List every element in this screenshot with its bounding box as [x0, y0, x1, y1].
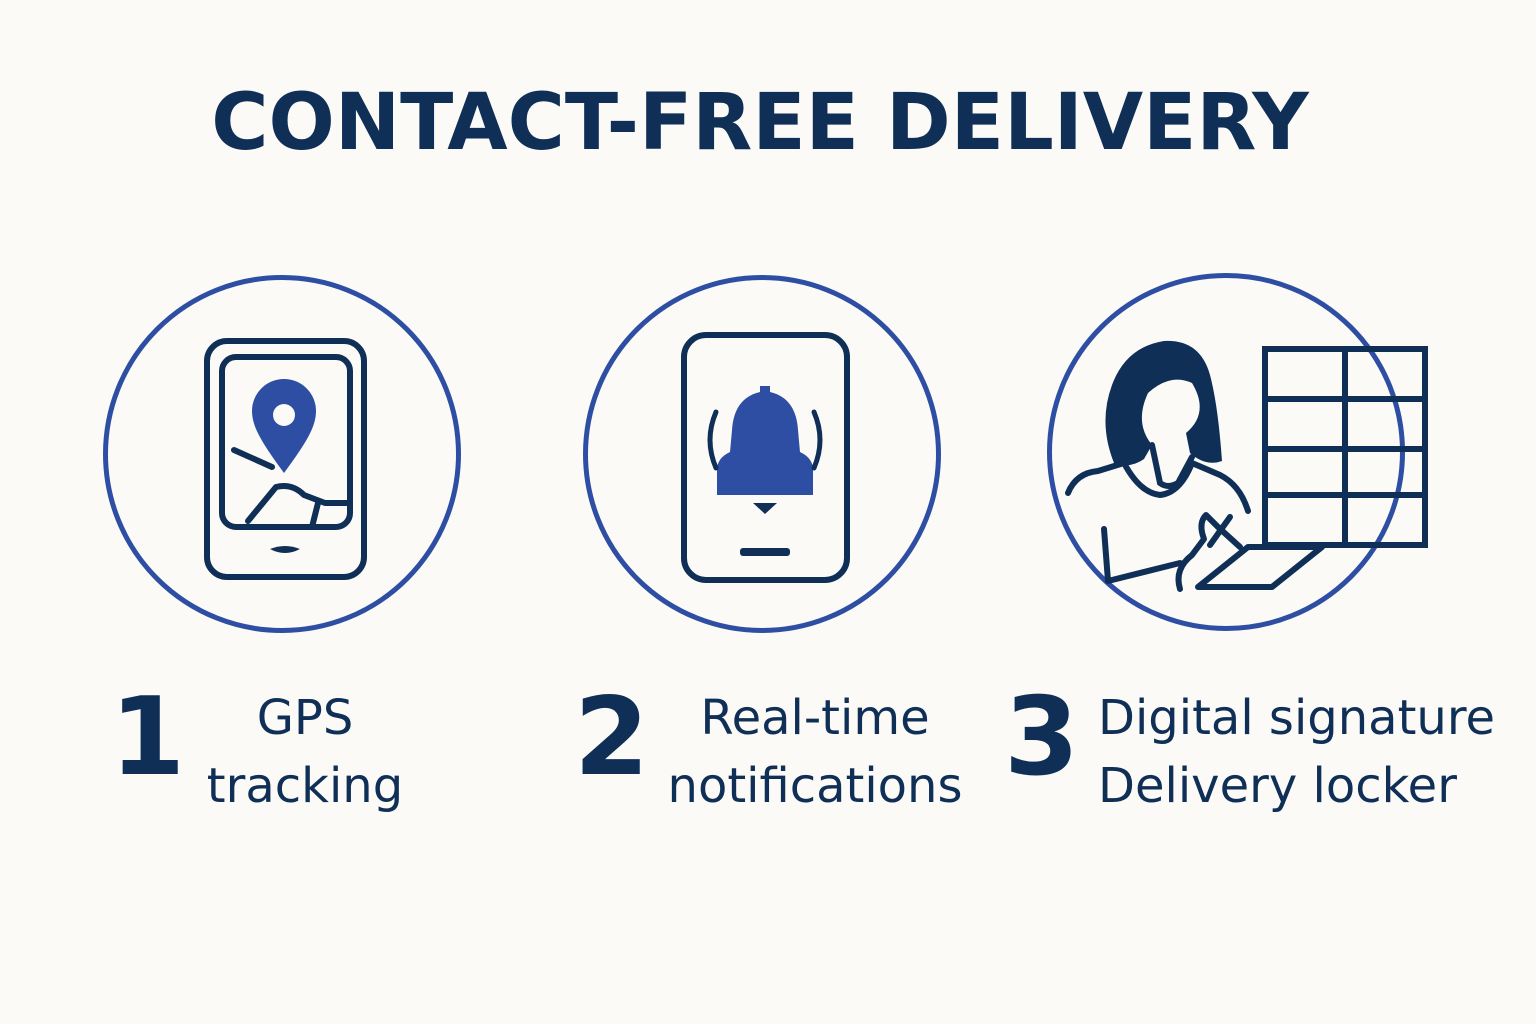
step-1-label-line2: tracking: [206, 758, 404, 814]
step-2-label: Real-time notifications: [660, 684, 970, 820]
step-1-label-line1: GPS: [256, 690, 354, 746]
step-2-number: 2: [574, 675, 650, 800]
step-2-circle: [583, 275, 941, 633]
locker-icon: [1262, 346, 1428, 548]
step-2-label-line2: notifications: [667, 758, 963, 814]
phone-map-pin-icon: [204, 338, 367, 580]
step-2-label-line1: Real-time: [700, 690, 930, 746]
step-1-circle: [103, 275, 461, 633]
step-3-label-line2: Delivery locker: [1098, 758, 1457, 814]
step-3-label-line1: Digital signature: [1098, 690, 1496, 746]
phone-bell-icon: [681, 332, 850, 583]
step-1-label: GPS tracking: [190, 684, 420, 820]
step-3-label: Digital signature Delivery locker: [1098, 684, 1518, 820]
page-title: CONTACT-FREE DELIVERY: [211, 78, 1309, 168]
person-icon: [1105, 340, 1222, 466]
step-3-number: 3: [1004, 675, 1080, 800]
step-1-number: 1: [110, 675, 186, 800]
person-signing-locker-icon: [1065, 340, 1428, 592]
